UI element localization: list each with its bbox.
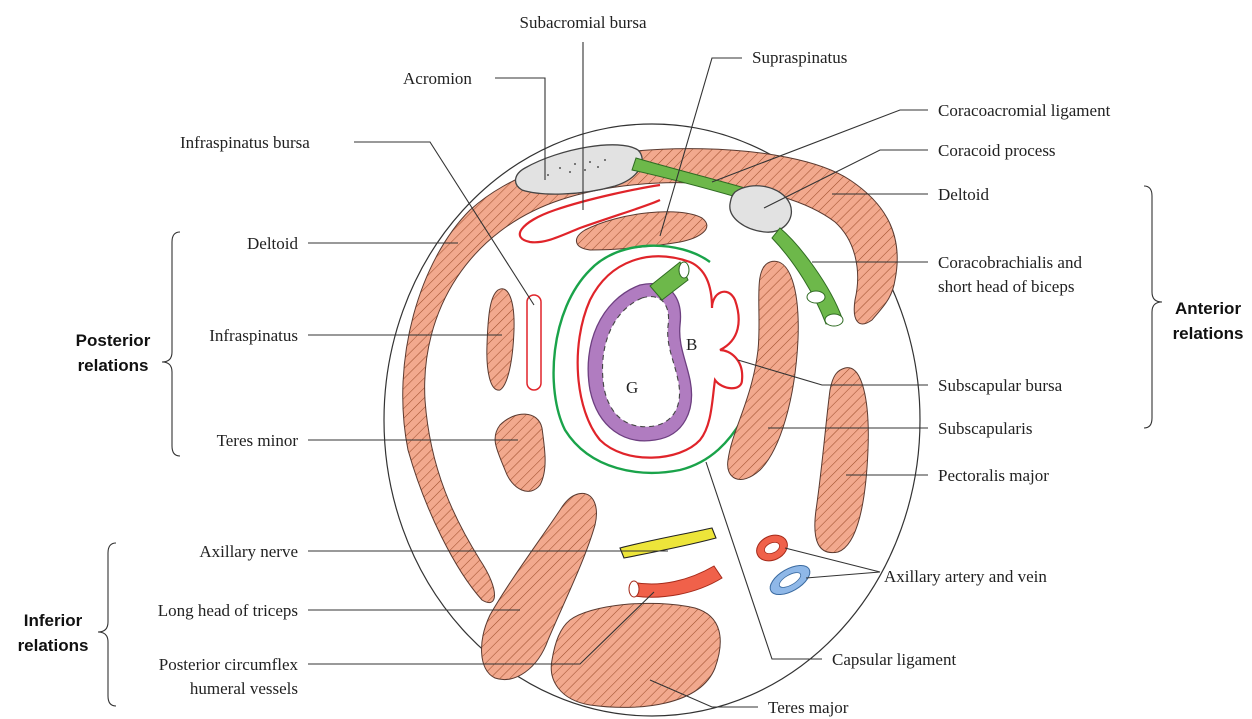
anterior-relations-line1: Anterior: [1175, 299, 1242, 318]
teres-major-muscle: [551, 603, 720, 707]
label-subacromial-bursa: Subacromial bursa: [520, 13, 647, 32]
inferior-relations-line2: relations: [18, 636, 89, 655]
posterior-relations-line2: relations: [78, 356, 149, 375]
texture-dot: [597, 166, 599, 168]
label-long-head-triceps: Long head of triceps: [158, 601, 298, 620]
label-posterior-circumflex-line2: humeral vessels: [190, 679, 298, 698]
texture-dot: [584, 169, 586, 171]
label-teres-major: Teres major: [768, 698, 849, 717]
label-coracobrachialis-line2: short head of biceps: [938, 277, 1074, 296]
label-axillary-nerve: Axillary nerve: [199, 542, 298, 561]
label-deltoid-anterior: Deltoid: [938, 185, 989, 204]
anterior-brace: [1144, 186, 1162, 428]
texture-dot: [604, 159, 606, 161]
anterior-relations-line2: relations: [1173, 324, 1244, 343]
inferior-relations-line1: Inferior: [24, 611, 83, 630]
label-coracoacromial-ligament: Coracoacromial ligament: [938, 101, 1111, 120]
label-axillary-artery-vein: Axillary artery and vein: [884, 567, 1047, 586]
leader-axillary-vein: [806, 572, 880, 578]
label-coracoid-process: Coracoid process: [938, 141, 1056, 160]
texture-dot: [574, 163, 576, 165]
posterior-brace: [162, 232, 180, 456]
texture-dot: [559, 167, 561, 169]
letter-g: G: [626, 378, 638, 397]
label-subscapular-bursa: Subscapular bursa: [938, 376, 1063, 395]
label-deltoid-posterior: Deltoid: [247, 234, 298, 253]
label-posterior-circumflex-line1: Posterior circumflex: [159, 655, 299, 674]
label-pectoralis-major: Pectoralis major: [938, 466, 1049, 485]
subscapularis-muscle: [728, 261, 799, 479]
biceps-tendon-end: [679, 262, 689, 278]
texture-dot: [569, 171, 571, 173]
label-acromion: Acromion: [403, 69, 472, 88]
acromion-bone: [516, 145, 643, 194]
supraspinatus-muscle: [576, 212, 706, 250]
teres-minor-muscle: [495, 414, 545, 491]
label-coracobrachialis-line1: Coracobrachialis and: [938, 253, 1082, 272]
label-subscapularis: Subscapularis: [938, 419, 1032, 438]
label-capsular-ligament: Capsular ligament: [832, 650, 956, 669]
posterior-circumflex-vessel: [632, 566, 722, 597]
posterior-relations-line1: Posterior: [76, 331, 151, 350]
inferior-brace: [98, 543, 116, 706]
texture-dot: [589, 161, 591, 163]
label-infraspinatus-bursa: Infraspinatus bursa: [180, 133, 310, 152]
posterior-circumflex-vessel-end: [629, 581, 639, 597]
label-supraspinatus: Supraspinatus: [752, 48, 847, 67]
letter-b: B: [686, 335, 697, 354]
tendon-end-a: [807, 291, 825, 303]
label-infraspinatus: Infraspinatus: [209, 326, 298, 345]
pectoralis-major-muscle: [815, 368, 868, 553]
label-teres-minor: Teres minor: [217, 431, 299, 450]
infraspinatus-muscle: [487, 289, 514, 390]
axillary-nerve: [620, 528, 716, 558]
tendon-end-b: [825, 314, 843, 326]
infraspinatus-bursa: [527, 295, 541, 390]
texture-dot: [547, 174, 549, 176]
